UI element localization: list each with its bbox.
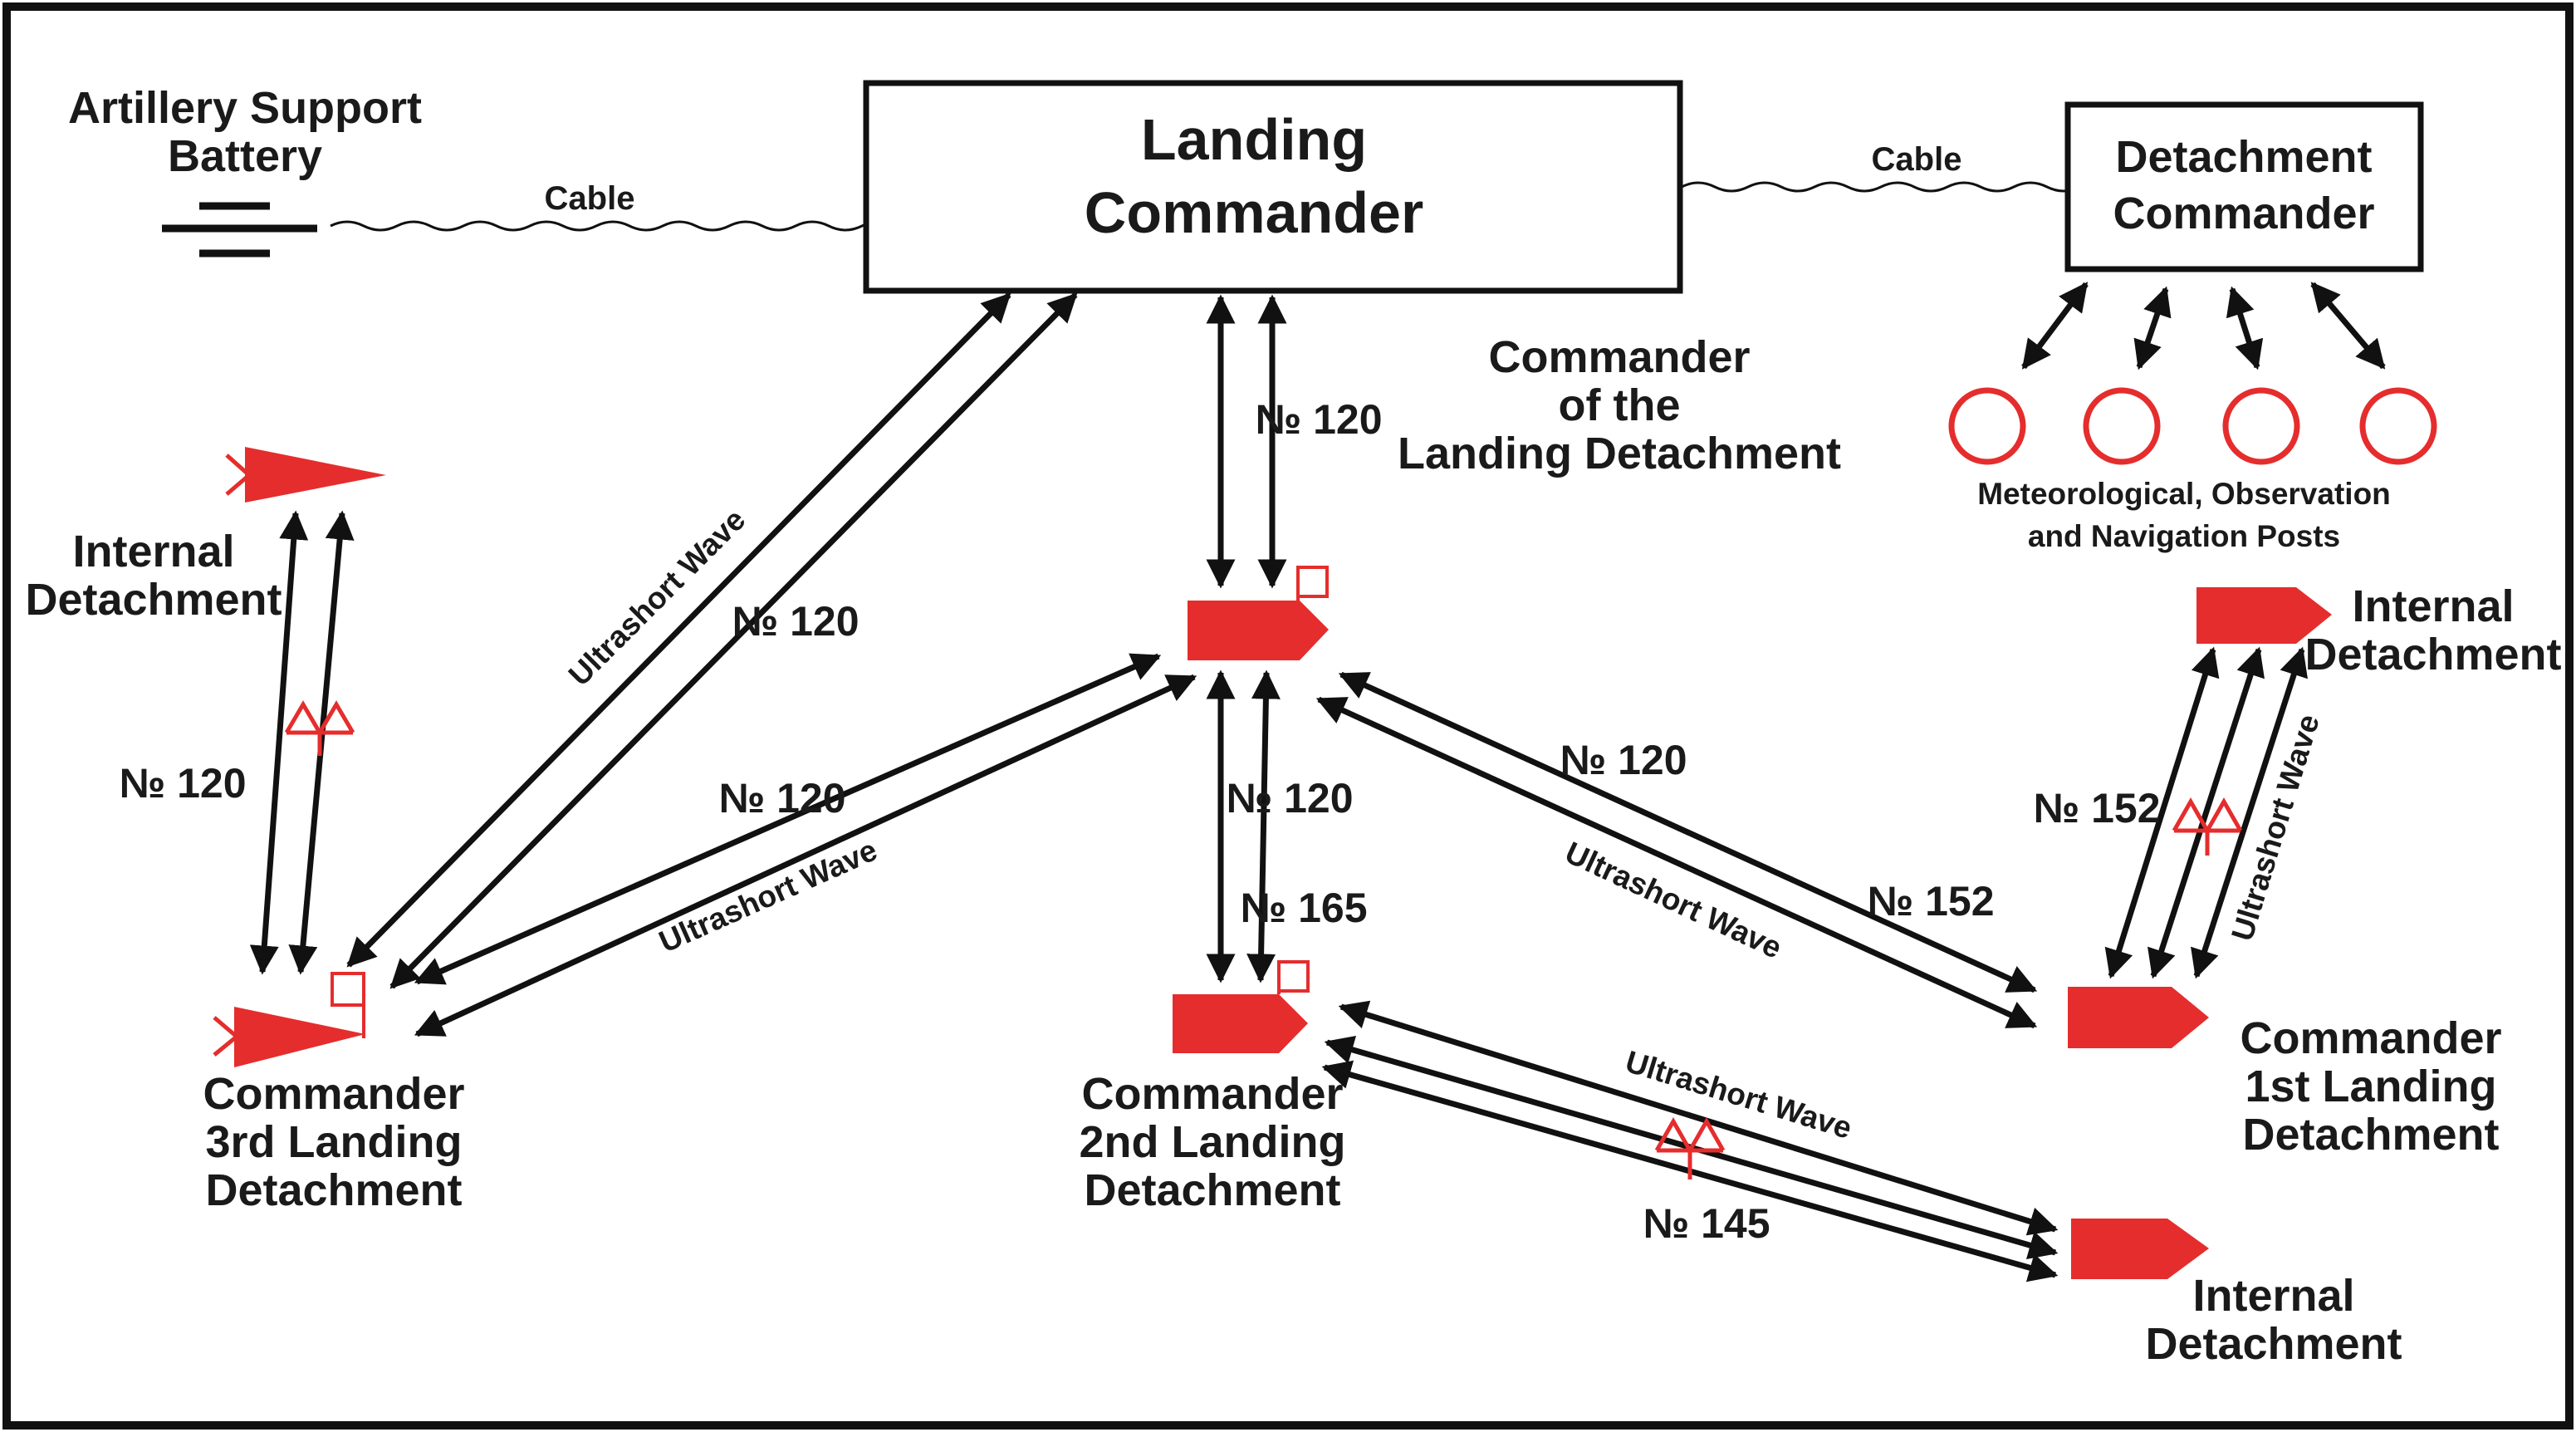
post-circle-icon xyxy=(1948,387,2026,465)
n120-center-1st-label: № 120 xyxy=(1560,737,1687,783)
posts-label-line1: Meteorological, Observation xyxy=(1977,477,2391,511)
commander-3rd-line1: Commander xyxy=(203,1069,464,1119)
internal-left-line1: Internal xyxy=(72,527,234,576)
artillery-label-line1: Artillery Support xyxy=(68,83,422,133)
antenna-icon xyxy=(2172,797,2243,856)
n145-2nd-internal-label: № 145 xyxy=(1643,1200,1770,1247)
internal-right-line2: Detachment xyxy=(2304,630,2561,679)
commander-2nd-line2: 2nd Landing xyxy=(1080,1117,1346,1167)
artillery-support-battery: Artillery Support Battery xyxy=(68,83,422,257)
artillery-label-line2: Battery xyxy=(168,131,322,181)
internal-right-label: Internal Detachment xyxy=(2304,581,2561,679)
internal-bottom-line1: Internal xyxy=(2192,1271,2354,1321)
landing-commander-line1: Landing xyxy=(1141,107,1367,172)
landing-commander-box: Landing Commander xyxy=(863,80,1683,294)
commander-1st-line2: 1st Landing xyxy=(2245,1062,2496,1111)
commander-3rd-line3: Detachment xyxy=(205,1165,462,1215)
post-circle-icon xyxy=(2222,387,2300,465)
ldc-label-line3: Landing Detachment xyxy=(1398,429,1841,478)
commander-1st-line1: Commander xyxy=(2240,1013,2501,1063)
usw-center-3rd-label: Ultrashort Wave xyxy=(654,832,883,959)
antenna-icon xyxy=(284,700,355,756)
internal-left-pennant-icon xyxy=(225,447,386,503)
commander-2nd-line1: Commander xyxy=(1081,1069,1343,1119)
n120-center-2nd-label: № 120 xyxy=(1226,775,1353,821)
commander-1st-line3: Detachment xyxy=(2242,1110,2499,1160)
ship-1st-icon xyxy=(2068,987,2209,1048)
post-arrows xyxy=(2021,282,2386,370)
detachment-commander-line1: Detachment xyxy=(2115,132,2372,182)
landing-commander-line2: Commander xyxy=(1085,180,1423,245)
detachment-commander-box: Detachment Commander xyxy=(2064,101,2424,272)
internal-bottom-ship-icon xyxy=(2071,1219,2209,1279)
cable-right-label: Cable xyxy=(1872,141,1962,178)
n152-internal-right-label: № 152 xyxy=(2033,785,2160,831)
commander-2nd-line3: Detachment xyxy=(1084,1165,1340,1215)
internal-left-label: Internal Detachment xyxy=(25,527,282,625)
internal-bottom-label: Internal Detachment xyxy=(2145,1271,2402,1369)
ldc-label-line2: of the xyxy=(1559,380,1681,430)
n120-center-3rd-label: № 120 xyxy=(718,775,845,821)
n165-center-2nd-label: № 165 xyxy=(1240,885,1367,931)
ship-3rd-pennant-icon xyxy=(213,972,365,1067)
internal-left-line2: Detachment xyxy=(25,575,282,625)
antenna-icon xyxy=(1654,1116,1726,1179)
commander-3rd-line2: 3rd Landing xyxy=(206,1117,463,1167)
n120-internal-left-label: № 120 xyxy=(119,760,246,807)
center-ship-icon xyxy=(1188,566,1329,660)
commander-3rd-label: Commander 3rd Landing Detachment xyxy=(203,1069,464,1215)
n152-center-1st-label: № 152 xyxy=(1867,878,1994,924)
post-circle-icon xyxy=(2359,387,2437,465)
internal-right-line1: Internal xyxy=(2352,581,2514,631)
observation-posts xyxy=(1948,387,2437,465)
detachment-commander-line2: Commander xyxy=(2113,189,2374,238)
commander-1st-label: Commander 1st Landing Detachment xyxy=(2240,1013,2501,1160)
internal-right-ship-icon xyxy=(2196,587,2332,644)
commander-2nd-label: Commander 2nd Landing Detachment xyxy=(1080,1069,1346,1215)
battery-icon xyxy=(162,202,317,257)
internal-bottom-line2: Detachment xyxy=(2145,1319,2402,1369)
posts-label-line2: and Navigation Posts xyxy=(2028,519,2340,553)
cable-left-label: Cable xyxy=(545,180,635,217)
n120-lc-center-label: № 120 xyxy=(1255,396,1382,443)
ldc-label-line1: Commander xyxy=(1488,332,1750,382)
ship-2nd-icon xyxy=(1173,960,1310,1053)
n120-lc-3rd-label: № 120 xyxy=(732,598,859,645)
usw-lc-3rd-label: Ultrashort Wave xyxy=(562,503,752,693)
post-circle-icon xyxy=(2083,387,2161,465)
landing-detachment-commander-label: Commander of the Landing Detachment xyxy=(1398,332,1841,478)
